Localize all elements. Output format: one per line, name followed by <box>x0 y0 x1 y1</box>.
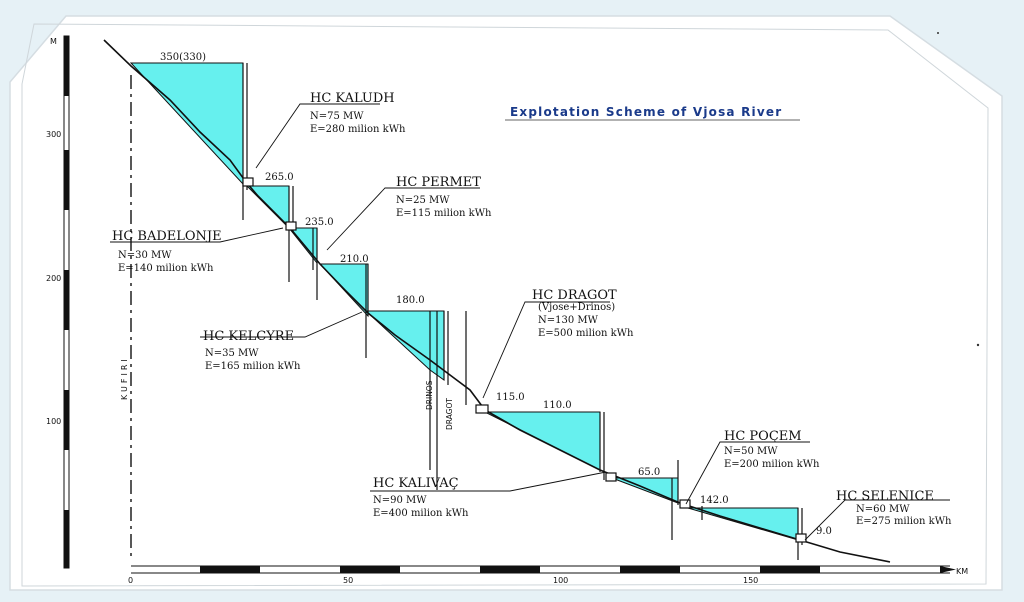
x-tick-0: 0 <box>128 576 133 585</box>
plant-power: N=30 MW <box>118 250 172 261</box>
plant-selenice: HC SELENICE N=60 MW E=275 milion kWh <box>836 489 952 527</box>
leader-lines <box>110 103 950 541</box>
x-unit-label: KM <box>956 567 968 576</box>
plant-energy: E=200 milion kWh <box>724 459 820 470</box>
plant-name: HC DRAGOT <box>532 288 617 303</box>
plant-power: N=75 MW <box>310 111 364 122</box>
elev-9: 9.0 <box>816 526 832 537</box>
elev-142: 142.0 <box>700 495 729 506</box>
plant-badelonje: HC BADELONJE N=30 MW E=140 milion kWh <box>112 229 222 274</box>
plant-energy: E=500 milion kWh <box>538 328 634 339</box>
elev-210: 210.0 <box>340 254 369 265</box>
distance-scale: 0 50 100 150 KM <box>128 565 968 585</box>
plant-name: HC KALIVAÇ <box>373 476 459 491</box>
plant-power: N=25 MW <box>396 195 450 206</box>
plant-power: N=90 MW <box>373 495 427 506</box>
plant-pocem: HC POÇEM N=50 MW E=200 milion kWh <box>724 429 820 470</box>
dams <box>242 63 807 560</box>
paper-dot <box>976 343 980 347</box>
plant-dragot: HC DRAGOT (Vjose+Drinos) N=130 MW E=500 … <box>532 288 634 339</box>
plant-power: N=130 MW <box>538 315 599 326</box>
drinos-label: DRINOS <box>425 380 434 410</box>
plant-kaludh: HC KALUDH N=75 MW E=280 milion kWh <box>310 91 406 135</box>
plant-name: HC BADELONJE <box>112 229 222 244</box>
kufiri-label: KUFIRI <box>120 356 129 400</box>
elevation-scale: M 300 200 100 <box>46 35 70 569</box>
plant-kalivac: HC KALIVAÇ N=90 MW E=400 milion kWh <box>373 476 469 519</box>
elev-180: 180.0 <box>396 295 425 306</box>
diagram-title: Explotation Scheme of Vjosa River <box>510 105 782 119</box>
plant-power: N=35 MW <box>205 348 259 359</box>
x-tick-100: 100 <box>553 576 568 585</box>
elev-235: 235.0 <box>305 217 334 228</box>
plant-name: HC POÇEM <box>724 429 802 444</box>
plant-name: HC SELENICE <box>836 489 934 504</box>
plant-energy: E=140 milion kWh <box>118 263 214 274</box>
paper-sheet <box>9 15 1003 591</box>
y-unit-label: M <box>50 37 57 46</box>
plant-power: N=60 MW <box>856 504 910 515</box>
plant-name: HC PERMET <box>396 175 481 190</box>
y-tick-100: 100 <box>46 417 61 426</box>
elev-110: 110.0 <box>543 400 572 411</box>
plant-energy: E=280 milion kWh <box>310 124 406 135</box>
x-tick-150: 150 <box>743 576 758 585</box>
elev-350: 350(330) <box>160 52 206 63</box>
paper-inner-frame <box>21 23 989 587</box>
plant-permet: HC PERMET N=25 MW E=115 milion kWh <box>396 175 492 219</box>
plant-name: HC KALUDH <box>310 91 395 106</box>
plant-kelcyre: HC KELCYRE N=35 MW E=165 milion kWh <box>203 329 301 372</box>
plant-energy: E=165 milion kWh <box>205 361 301 372</box>
elev-115: 115.0 <box>496 392 525 403</box>
y-tick-300: 300 <box>46 130 61 139</box>
elev-265: 265.0 <box>265 172 294 183</box>
plant-sub: (Vjose+Drinos) <box>538 302 615 313</box>
dragot-axis-label: DRAGOT <box>445 398 454 430</box>
plant-energy: E=275 milion kWh <box>856 516 952 527</box>
elev-65: 65.0 <box>638 467 660 478</box>
plant-power: N=50 MW <box>724 446 778 457</box>
plant-energy: E=400 milion kWh <box>373 508 469 519</box>
elevation-labels: 350(330) 265.0 235.0 210.0 180.0 115.0 1… <box>160 52 832 537</box>
paper-dot <box>937 32 939 34</box>
plant-name: HC KELCYRE <box>203 329 294 344</box>
plant-energy: E=115 milion kWh <box>396 208 492 219</box>
y-tick-200: 200 <box>46 274 61 283</box>
x-tick-50: 50 <box>343 576 353 585</box>
